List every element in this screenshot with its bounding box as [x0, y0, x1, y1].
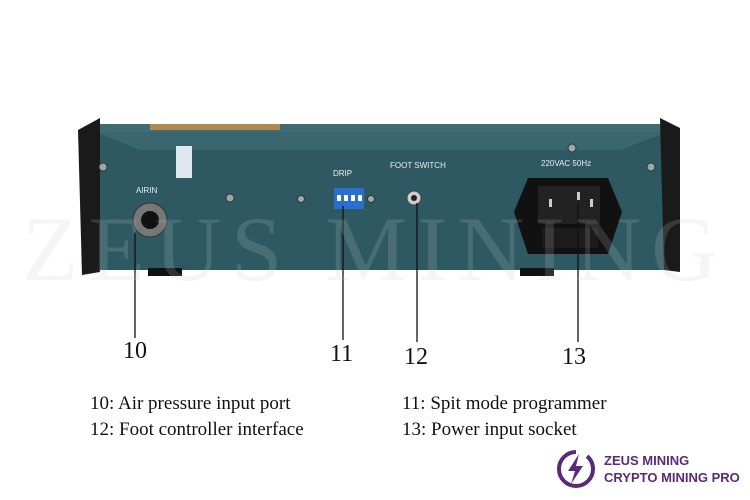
right-end-cap — [660, 118, 680, 272]
logo-line2: CRYPTO MINING PRO — [604, 470, 740, 485]
drip-label: DRIP — [333, 169, 353, 178]
screw-icon — [646, 162, 656, 172]
lightning-bolt-icon — [557, 450, 595, 488]
screw-icon — [567, 143, 577, 153]
foot — [148, 268, 182, 276]
air-in-label: AIRIN — [136, 186, 158, 195]
foot — [520, 268, 554, 276]
power-label: 220VAC 50Hz — [541, 159, 592, 168]
callout-number: 13 — [562, 344, 586, 370]
caption: 11: Spit mode programmer — [402, 393, 607, 414]
screw-icon — [367, 195, 375, 203]
watermark: ZEUS MINING — [22, 198, 728, 300]
callout-number: 12 — [404, 344, 428, 370]
caption: 10: Air pressure input port — [90, 393, 291, 414]
dip-switch — [334, 188, 364, 209]
logo-line1: ZEUS MINING — [604, 453, 690, 468]
label-sticker — [176, 146, 192, 178]
caption: 12: Foot controller interface — [90, 419, 304, 440]
caption: 13: Power input socket — [402, 419, 577, 440]
left-end-cap — [78, 118, 100, 275]
screw-icon — [297, 195, 305, 203]
foot-switch-label: FOOT SWITCH — [390, 161, 446, 170]
callout-number: 11 — [330, 341, 354, 367]
callout-number: 10 — [123, 338, 147, 364]
screw-icon — [225, 193, 235, 203]
screw-icon — [98, 162, 108, 172]
